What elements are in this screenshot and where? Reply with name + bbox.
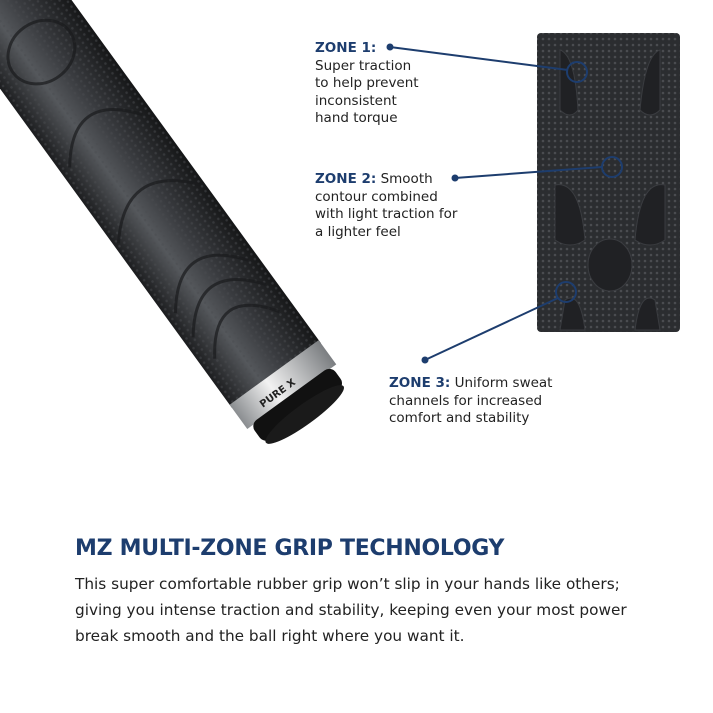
zone-3-label: ZONE 3: [389, 375, 451, 391]
section-heading: MZ MULTI-ZONE GRIP TECHNOLOGY [75, 536, 505, 561]
zone-3-text: Uniform sweat channels for increased com… [389, 375, 553, 426]
callout-lines [389, 46, 623, 361]
zone-1-label: ZONE 1: [315, 40, 377, 56]
section-description: This super comfortable rubber grip won’t… [75, 575, 627, 645]
bumper-cap [253, 368, 342, 441]
zone1-marker [566, 61, 588, 83]
cue-butt: PURE X [0, 0, 344, 444]
ferrule [229, 340, 337, 430]
zone-1-text: Super traction to help prevent inconsist… [315, 57, 419, 127]
grip-closeup [537, 33, 680, 332]
zone-2-callout: ZONE 2: Smooth contour combined with lig… [315, 171, 465, 241]
zone-2-label: ZONE 2: [315, 171, 377, 187]
zone-3-callout: ZONE 3: Uniform sweat channels for incre… [389, 375, 574, 428]
zone-2-text: Smooth contour combined with light tract… [315, 171, 458, 240]
zone-1-callout: ZONE 1: Super traction to help prevent i… [315, 40, 420, 128]
zone2-marker [601, 156, 623, 178]
zone3-marker [555, 281, 577, 303]
